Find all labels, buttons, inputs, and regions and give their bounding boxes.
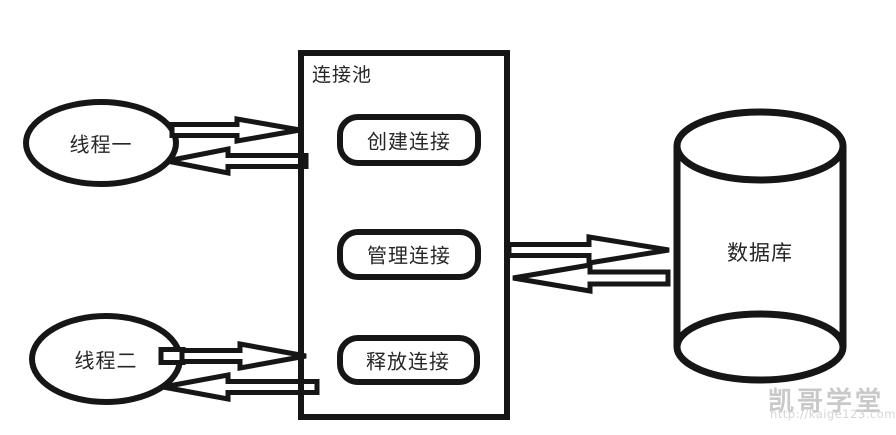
- step-create-label: 创建连接: [367, 129, 451, 154]
- step-manage-box: [337, 229, 481, 280]
- database-cylinder-bottom: [673, 310, 847, 384]
- step-create-box: [337, 114, 481, 166]
- database-label: 数据库: [727, 241, 793, 265]
- step-release-label: 释放连接: [366, 349, 450, 374]
- thread-2-label: 线程二: [74, 348, 138, 373]
- arrow-pool-to-thread2: [162, 371, 320, 403]
- watermark-brand: 凯哥学堂: [768, 387, 885, 417]
- thread-1-label: 线程一: [69, 132, 133, 157]
- thread-1-ellipse: [23, 99, 179, 187]
- step-release-box: [337, 335, 480, 385]
- watermark-url: http://kaige123.com: [770, 407, 896, 421]
- pool-box: [298, 50, 510, 420]
- arrow-pool-to-thread1: [166, 145, 309, 177]
- arrow-thread1-to-pool: [169, 116, 301, 144]
- database-cylinder-top: [673, 108, 847, 184]
- arrow-database-to-pool: [512, 262, 671, 294]
- step-manage-label: 管理连接: [367, 243, 451, 268]
- arrow-thread2-to-pool: [179, 341, 307, 371]
- pool-title: 连接池: [312, 64, 373, 86]
- arrow-pool-to-database: [506, 234, 670, 266]
